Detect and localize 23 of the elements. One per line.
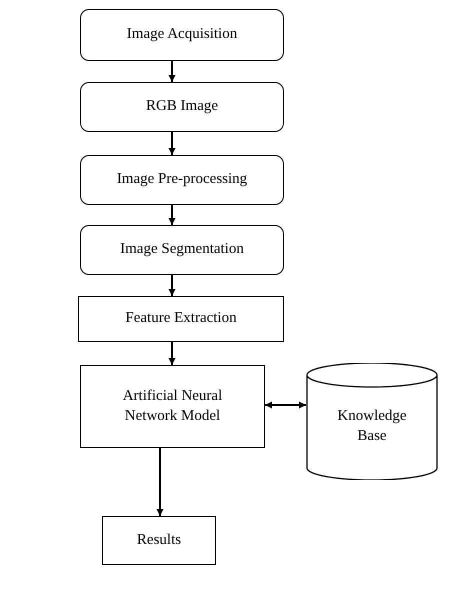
- arrow: [156, 448, 164, 516]
- process-box: [80, 365, 265, 448]
- node-label: Results: [136, 530, 182, 550]
- process-box: [102, 516, 216, 565]
- process-box: [78, 296, 284, 342]
- arrow: [168, 205, 176, 225]
- arrow: [168, 61, 176, 82]
- arrow: [265, 402, 306, 408]
- node-label: Image Acquisition: [126, 25, 238, 44]
- arrow: [168, 132, 176, 155]
- process-box: [80, 9, 284, 61]
- process-box: [80, 155, 284, 205]
- database-cylinder: [306, 363, 438, 480]
- process-box: [80, 225, 284, 275]
- node-label: Image Segmentation: [120, 240, 244, 260]
- arrow: [168, 342, 176, 365]
- arrow: [168, 275, 176, 296]
- node-label: Artificial Neural Network Model: [122, 387, 224, 426]
- node-label: Image Pre-processing: [116, 170, 248, 190]
- process-box: [80, 82, 284, 132]
- node-label: RGB Image: [146, 97, 218, 116]
- node-label: Knowledge Base: [336, 407, 408, 446]
- node-label: Feature Extraction: [125, 309, 237, 328]
